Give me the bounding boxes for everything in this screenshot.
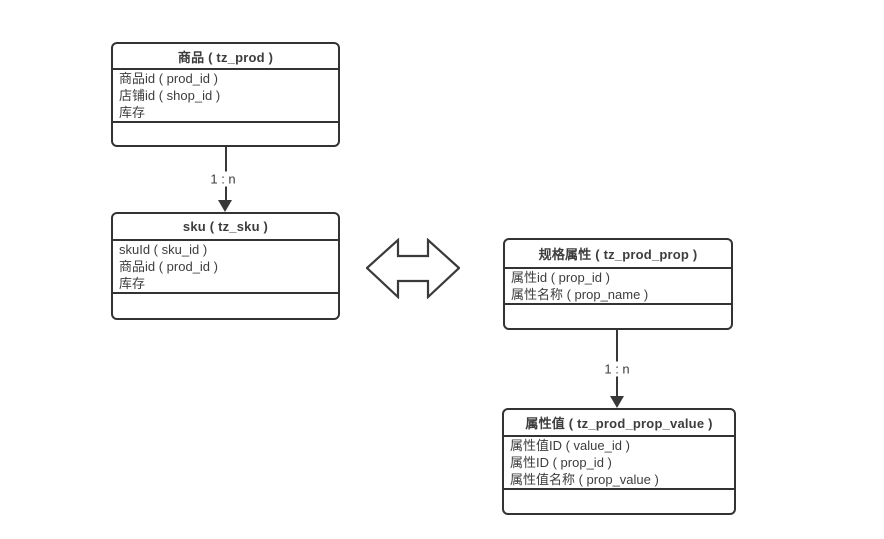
entity-table-prod: 商品 ( tz_prod ) 商品id ( prod_id ) 店铺id ( s… (111, 42, 340, 147)
field-row: 库存 (119, 105, 146, 120)
field-row: 商品id ( prod_id ) (119, 71, 218, 86)
field-row: 店铺id ( shop_id ) (119, 88, 221, 103)
field-row: 属性ID ( prop_id ) (510, 455, 612, 470)
table-title-prop-value: 属性值 ( tz_prod_prop_value ) (504, 410, 734, 437)
cardinality-label: 1 : n (601, 361, 633, 377)
field-row: skuId ( sku_id ) (119, 242, 208, 257)
field-row: 库存 (119, 276, 146, 291)
field-row: 属性id ( prop_id ) (511, 270, 610, 285)
table-title-sku: sku ( tz_sku ) (113, 214, 338, 241)
table-title-prod: 商品 ( tz_prod ) (113, 44, 338, 70)
field-row: 商品id ( prod_id ) (119, 259, 218, 274)
table-empty-section (113, 294, 338, 318)
field-row: 属性值名称 ( prop_value ) (510, 472, 659, 487)
bidirectional-arrow-icon (366, 238, 460, 299)
entity-table-sku: sku ( tz_sku ) skuId ( sku_id ) 商品id ( p… (111, 212, 340, 320)
table-fields-prod: 商品id ( prod_id ) 店铺id ( shop_id ) 库存 (113, 70, 338, 123)
table-empty-section (504, 490, 734, 513)
table-fields-sku: skuId ( sku_id ) 商品id ( prod_id ) 库存 (113, 241, 338, 294)
table-fields-prop: 属性id ( prop_id ) 属性名称 ( prop_name ) (505, 269, 731, 305)
arrowhead-down-icon (610, 396, 624, 408)
table-title-prop: 规格属性 ( tz_prod_prop ) (505, 240, 731, 269)
entity-table-prop-value: 属性值 ( tz_prod_prop_value ) 属性值ID ( value… (502, 408, 736, 515)
table-empty-section (113, 123, 338, 145)
field-row: 属性名称 ( prop_name ) (511, 287, 649, 302)
arrowhead-down-icon (218, 200, 232, 212)
field-row: 属性值ID ( value_id ) (510, 438, 630, 453)
cardinality-label: 1 : n (207, 171, 239, 187)
table-fields-prop-value: 属性值ID ( value_id ) 属性ID ( prop_id ) 属性值名… (504, 437, 734, 490)
table-empty-section (505, 305, 731, 328)
entity-table-prop: 规格属性 ( tz_prod_prop ) 属性id ( prop_id ) 属… (503, 238, 733, 330)
